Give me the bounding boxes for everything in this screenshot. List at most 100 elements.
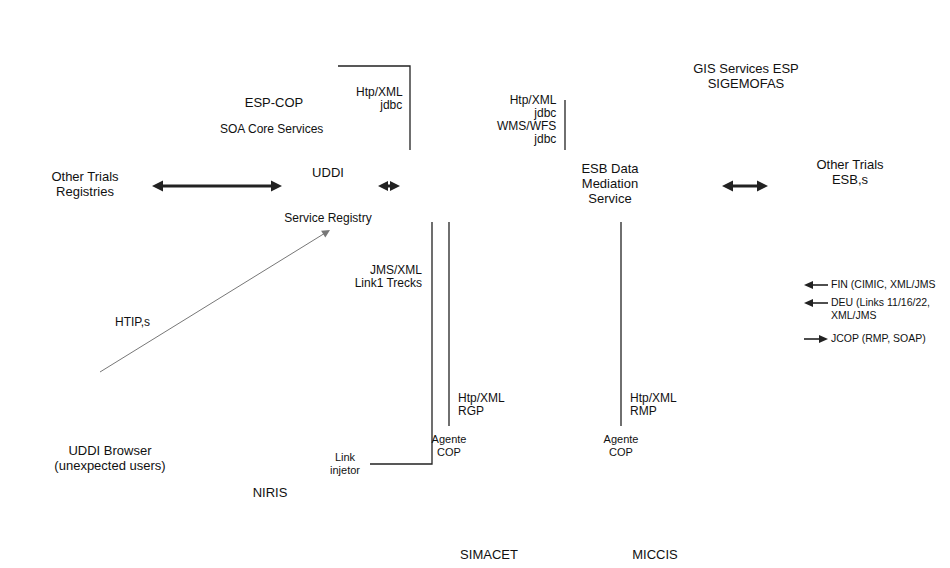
miccis-photo [606,452,712,546]
protocol-label: Htp/XML jdbc [354,86,404,112]
application-node: MICCIS Agente COP [594,424,716,567]
pipe-shape [400,150,722,222]
edge-label-slot: HTIP,s [113,316,152,329]
protocol-label: Htp/XML jdbc WMS/WFS jdbc [495,94,558,146]
arrow-head [152,181,163,192]
cloud-shape [768,140,932,236]
connector [449,222,450,426]
core-services-band: SOA Core ServicesUDDI Service Registry ESB… [212,118,742,258]
text-slot: MICCIS [602,548,708,563]
band-shape [212,118,742,258]
application-node: NIRISLink injetor [214,380,370,505]
text-slot: Link injetor [320,444,370,484]
left-arrow-symbol [804,280,828,290]
text-slot: SIMACET [432,548,546,563]
connector-line [161,185,273,188]
text-slot: Service Registry [282,212,374,226]
adapter-box: Agente COP [424,426,474,466]
node-label: NIRIS [218,486,322,501]
connector [152,181,282,192]
node-label: Service Registry [282,212,374,226]
application-node: SIMACET Agente COP [422,424,550,567]
text-slot: UDDI Browser (unexpected users) [48,444,172,474]
arrow-head [271,181,282,192]
esp-cop-map-picture [222,10,326,88]
text-slot: UDDI [282,166,374,181]
protocol-row: FIN (CIMIC, XML/JMS [804,278,944,291]
connector [621,222,622,426]
protocol-label: HTIP,s [113,316,152,329]
text-slot: Other Trials Registries [43,170,127,200]
text-slot: NIRIS [218,486,322,501]
connector [370,222,432,464]
node-label: UDDI [282,166,374,181]
node-label: Other Trials Registries [43,170,127,200]
cloud-node: Other Trials ESB,s [768,140,932,236]
protocol-note: FIN (CIMIC, XML/JMS [831,278,939,291]
protocol-note: JCOP (RMP, SOAP) [831,332,939,345]
node-label: UDDI Browser (unexpected users) [48,444,172,474]
protocol-row: JCOP (RMP, SOAP) [804,332,944,345]
client-node: UDDI Browser (unexpected users) [48,372,176,478]
node-label: MICCIS [602,548,708,563]
protocol-row: DEU (Links 11/16/22, XML/JMS [804,296,944,322]
text-slot: SOA Core Services [220,123,380,137]
text-slot: ESB Data Mediation Service [562,162,658,207]
adapter-box: Link injetor [320,444,370,484]
protocol-label: Htp/XML RMP [628,392,678,418]
connector [338,66,410,150]
esb-pipe: ESB Data Mediation Service [400,150,722,222]
niris-diagram-picture [218,382,320,480]
text-slot: Agente COP [424,426,474,466]
application-node: GIS Services ESP SIGEMOFAS [528,6,820,100]
edge-label-slot: Htp/XML RMP [628,392,678,418]
connector-line [338,66,410,150]
node-label: SOA Core Services [220,123,380,137]
adapter-box: Agente COP [596,426,646,466]
node-label: SIMACET [432,548,546,563]
esb-flow-picture [428,168,542,204]
node-label: Agente COP [599,433,643,458]
edge-label-slot: Htp/XML jdbc WMS/WFS jdbc [495,94,558,146]
left-arrow-symbol [804,298,828,308]
connector-line [564,100,565,150]
connector [100,230,330,372]
protocol-label: JMS/XML Link1 Trecks [344,264,424,290]
connector [722,181,768,192]
connector-line [448,222,449,426]
arrow-head [722,181,733,192]
node-label: ESB Data Mediation Service [562,162,658,207]
laptop-picture [50,378,120,430]
text-slot: ESP-COP [214,96,334,111]
arrow-head [757,181,768,192]
edge-label-slot: JMS/XML Link1 Trecks [344,264,424,290]
application-node: ESP-COP [214,8,338,115]
protocol-note: DEU (Links 11/16/22, XML/JMS [831,296,939,322]
protocol-legend: FIN (CIMIC, XML/JMS DEU (Links 11/16/22,… [804,278,944,345]
node-label: GIS Services ESP SIGEMOFAS [690,62,802,92]
node-label: Other Trials ESB,s [805,158,895,188]
arrow-head [390,181,400,191]
edge-label-slot: Htp/XML jdbc [354,86,404,112]
cloud-node: Other Trials Registries [18,148,152,226]
connector-line [100,233,325,372]
connector-line [731,185,759,188]
node-label: Link injetor [323,451,367,476]
right-arrow-symbol [804,334,828,344]
edge-label-slot: Htp/XML RGP [456,392,506,418]
connector-line [370,222,432,464]
text-slot: GIS Services ESP SIGEMOFAS [690,62,802,92]
remote-esb-flow-picture [816,199,888,221]
simacet-photo [432,452,546,544]
text-slot: Other Trials ESB,s [805,158,895,188]
node-label: Agente COP [427,433,471,458]
registry-cylinder: UDDI Service Registry [282,148,378,230]
connector [565,100,566,150]
gis-map-picture [530,7,689,94]
node-label: ESP-COP [214,96,334,111]
text-slot: Agente COP [596,426,646,466]
arrow-head [378,181,388,191]
connector-line [620,222,621,426]
